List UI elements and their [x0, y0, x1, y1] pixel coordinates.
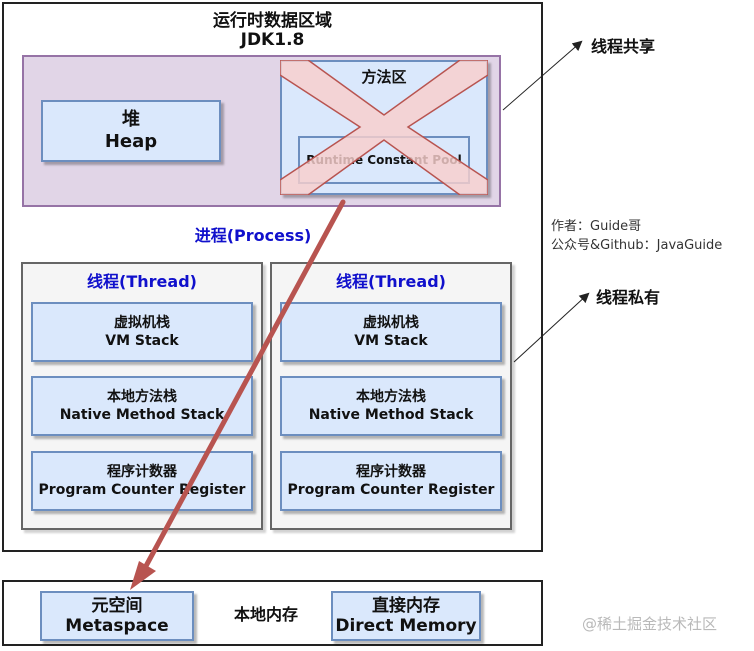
x-mark-icon: [280, 60, 488, 195]
metaspace-box: 元空间 Metaspace: [40, 591, 194, 641]
vm-stack-en: VM Stack: [105, 333, 179, 349]
native-stack-cn: 本地方法栈: [107, 388, 177, 405]
native-memory-label: 本地内存: [233, 605, 298, 624]
method-area-title-cn: 方法区: [361, 68, 407, 86]
vm-stack-cn: 虚拟机栈: [363, 314, 419, 331]
native-method-stack-box: 本地方法栈 Native Method Stack: [280, 376, 502, 436]
native-stack-en: Native Method Stack: [59, 407, 225, 423]
thread-title: 线程(Thread): [336, 272, 446, 291]
direct-memory-en: Direct Memory: [335, 616, 477, 636]
native-stack-en: Native Method Stack: [308, 407, 474, 423]
vm-stack-cn: 虚拟机栈: [114, 314, 170, 331]
vm-stack-box: 虚拟机栈 VM Stack: [31, 302, 253, 362]
thread-column-2: 线程(Thread) 虚拟机栈 VM Stack 本地方法栈 Native Me…: [270, 262, 512, 530]
runtime-area-title: 运行时数据区域: [213, 11, 332, 31]
process-label: 进程(Process): [194, 226, 312, 245]
heap-box: 堆 Heap: [41, 100, 221, 162]
thread-shared-label: 线程共享: [591, 37, 656, 56]
author-label: 作者：Guide哥: [551, 219, 642, 234]
author-note: 作者：Guide哥 公众号&Github：JavaGuide: [551, 218, 722, 256]
heap-title-en: Heap: [104, 131, 158, 152]
thread-column-1: 线程(Thread) 虚拟机栈 VM Stack 本地方法栈 Native Me…: [21, 262, 263, 530]
pc-register-en: Program Counter Register: [38, 482, 246, 498]
vm-stack-box: 虚拟机栈 VM Stack: [280, 302, 502, 362]
jdk-version-label: JDK1.8: [240, 30, 305, 50]
metaspace-cn: 元空间: [91, 595, 143, 616]
pc-register-en: Program Counter Register: [287, 482, 495, 498]
program-counter-box: 程序计数器 Program Counter Register: [31, 451, 253, 511]
watermark: @稀土掘金技术社区: [582, 615, 718, 633]
direct-memory-box: 直接内存 Direct Memory: [331, 591, 481, 641]
program-counter-box: 程序计数器 Program Counter Register: [280, 451, 502, 511]
direct-memory-cn: 直接内存: [372, 595, 440, 616]
method-area-title: 方法区: [282, 68, 486, 87]
vm-stack-en: VM Stack: [354, 333, 428, 349]
metaspace-en: Metaspace: [65, 616, 169, 636]
native-method-stack-box: 本地方法栈 Native Method Stack: [31, 376, 253, 436]
github-label: 公众号&Github：JavaGuide: [551, 237, 723, 253]
thread-private-label: 线程私有: [596, 288, 661, 307]
thread-title: 线程(Thread): [87, 272, 197, 291]
pc-register-cn: 程序计数器: [356, 463, 426, 480]
pc-register-cn: 程序计数器: [107, 463, 177, 480]
heap-title-cn: 堆: [122, 109, 140, 131]
native-stack-cn: 本地方法栈: [356, 388, 426, 405]
